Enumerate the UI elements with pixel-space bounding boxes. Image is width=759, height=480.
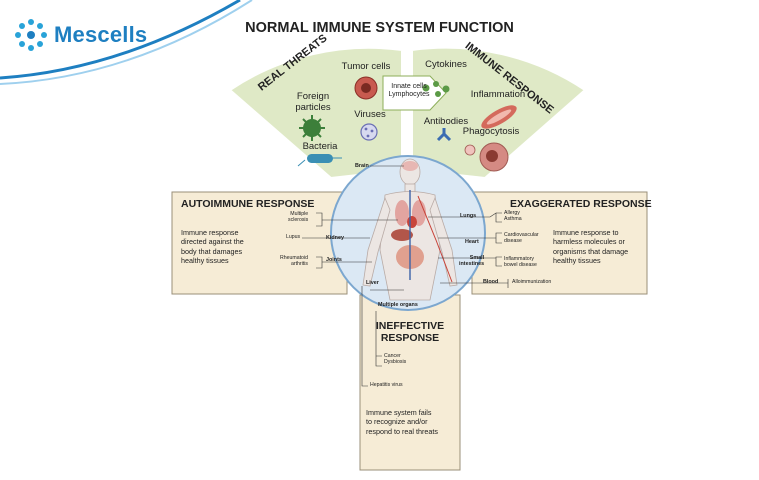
virus-icon <box>360 123 378 141</box>
disease-label-cardiovascular: Cardiovascular disease <box>504 232 539 244</box>
response-label-phagocytosis: Phagocytosis <box>462 126 520 137</box>
diagram-title: NORMAL IMMUNE SYSTEM FUNCTION <box>245 20 514 36</box>
lung-left <box>395 200 409 226</box>
response-label-cytokines: Cytokines <box>425 59 467 70</box>
cytokines-icon <box>422 81 450 97</box>
threat-label-bacteria: Bacteria <box>302 141 338 152</box>
organ-label-joints: Joints <box>326 257 342 263</box>
organ-label-kidney: Kidney <box>326 235 344 241</box>
exaggerated-description: Immune response to harmless molecules or… <box>553 228 629 266</box>
foreign-particle-icon <box>299 115 325 141</box>
brain-organ <box>402 161 418 171</box>
exaggerated-title: EXAGGERATED RESPONSE <box>510 198 652 210</box>
threat-label-viruses: Viruses <box>354 109 386 120</box>
bacteria-icon <box>297 154 342 167</box>
disease-label-multiple-sclerosis: Multiple sclerosis <box>288 211 309 223</box>
organ-label-lungs: Lungs <box>460 213 477 219</box>
threat-label-foreign-particles: Foreign particles <box>295 91 331 113</box>
disease-label-hepatitis: Hepatitis virus <box>370 382 403 388</box>
disease-label-ibd: Inflammatory bowel disease <box>504 256 537 268</box>
disease-label-alloimmunization: Alloimmunization <box>512 279 552 285</box>
ineffective-description: Immune system fails to recognize and/or … <box>366 408 438 436</box>
ineffective-title: INEFFECTIVE RESPONSE <box>375 320 445 344</box>
liver-organ <box>391 229 413 241</box>
threat-label-tumor-cells: Tumor cells <box>341 61 391 72</box>
brand-name: Mescells <box>54 22 148 47</box>
response-label-inflammation: Inflammation <box>470 89 526 100</box>
organ-label-liver: Liver <box>366 280 379 286</box>
innate-arrow <box>382 75 447 111</box>
brand-swoosh <box>0 0 253 85</box>
autoimmune-description: Immune response directed against the bod… <box>181 228 244 266</box>
antibody-icon <box>436 128 452 142</box>
phagocytosis-icon <box>464 142 509 172</box>
organ-label-heart: Heart <box>465 239 479 245</box>
heart-organ <box>407 216 417 228</box>
ineffective-box <box>359 294 461 471</box>
disease-label-cancer-dysbiosis: Cancer Dysbiosis <box>384 353 407 365</box>
disease-label-lupus: Lupus <box>286 234 301 240</box>
mescells-logo-icon <box>15 19 47 51</box>
organ-label-brain: Brain <box>355 163 369 169</box>
disease-label-allergy-asthma: Allergy Asthma <box>504 210 522 222</box>
disease-label-rheumatoid-arthritis: Rheumatoid arthritis <box>280 255 308 267</box>
response-label-antibodies: Antibodies <box>423 116 469 127</box>
organ-label-small-intestines: Small intestines <box>459 255 485 267</box>
brand-logo: Mescells <box>14 18 147 52</box>
organ-label-multiple-organs: Multiple organs <box>378 302 418 308</box>
inflammation-icon <box>481 105 517 129</box>
organ-label-blood: Blood <box>483 279 499 285</box>
innate-arrow-label: Innate cells Lymphocytes <box>388 83 430 99</box>
autoimmune-title: AUTOIMMUNE RESPONSE <box>181 198 315 210</box>
